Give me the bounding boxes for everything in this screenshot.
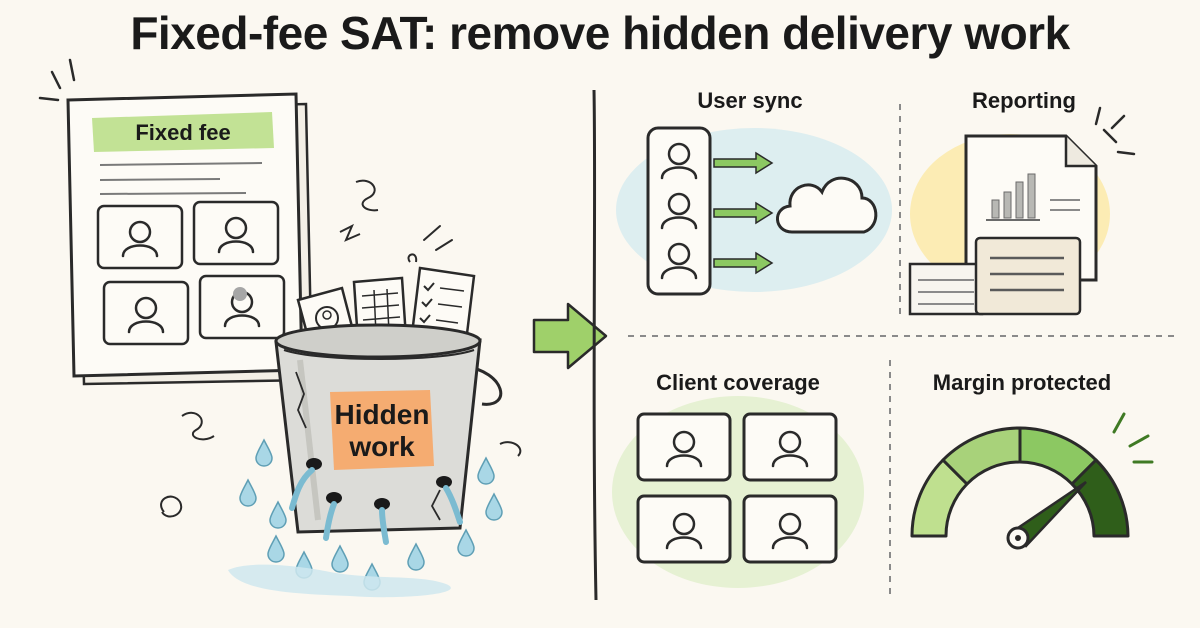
squiggle-doodle [181, 411, 215, 441]
client-card [742, 412, 838, 482]
report-card [974, 236, 1082, 316]
spark-marks [38, 58, 76, 102]
water-drop-icon [407, 543, 425, 571]
contract-fixed-fee-label: Fixed fee [135, 120, 230, 145]
contract-document: Fixed fee [38, 58, 314, 386]
page-title: Fixed-fee SAT: remove hidden delivery wo… [130, 7, 1070, 59]
client-card [636, 494, 732, 564]
report-sheet [908, 262, 984, 316]
client-card [636, 412, 732, 482]
water-drop-icon [267, 535, 285, 563]
cloud-icon [776, 176, 878, 234]
bucket-label-line1: Hidden [335, 399, 430, 430]
squiggle-doodle [355, 179, 379, 212]
sync-arrows [713, 151, 774, 275]
arrow-right-icon [532, 302, 608, 370]
water-drop-icon [485, 493, 503, 521]
panel-title-margin-protected: Margin protected [933, 370, 1111, 395]
success-sparks [1112, 412, 1154, 464]
water-drop-icon [331, 545, 349, 573]
hidden-work-bucket: Hidden work [274, 266, 503, 545]
client-card [742, 494, 838, 564]
contract-person-card [96, 204, 184, 270]
panel-client-coverage: Client coverage [612, 370, 864, 588]
main-divider [592, 89, 598, 601]
water-drop-icon [255, 439, 273, 467]
water-puddle [228, 564, 451, 598]
user-list-panel [646, 126, 712, 296]
contract-person-card [198, 274, 286, 340]
squiggle-doodle [339, 223, 361, 242]
water-drop-icon [269, 501, 287, 529]
bar-chart-icon [991, 173, 1036, 219]
panel-title-client-coverage: Client coverage [656, 370, 820, 395]
panel-margin-protected: Margin protected [910, 370, 1154, 550]
contract-person-card [192, 200, 280, 266]
water-drop-icon [477, 457, 495, 485]
panel-title-reporting: Reporting [972, 88, 1076, 113]
water-drop-icon [239, 479, 257, 507]
panel-title-user-sync: User sync [697, 88, 802, 113]
squiggle-doodle [160, 495, 183, 518]
highlighter-mark [92, 112, 274, 152]
panel-reporting: Reporting [908, 88, 1136, 316]
panel-user-sync: User sync [616, 88, 892, 296]
water-drop-icon [457, 529, 475, 557]
contract-person-card [102, 280, 190, 346]
bucket-label-line2: work [348, 431, 415, 462]
gauge-icon [910, 426, 1130, 538]
